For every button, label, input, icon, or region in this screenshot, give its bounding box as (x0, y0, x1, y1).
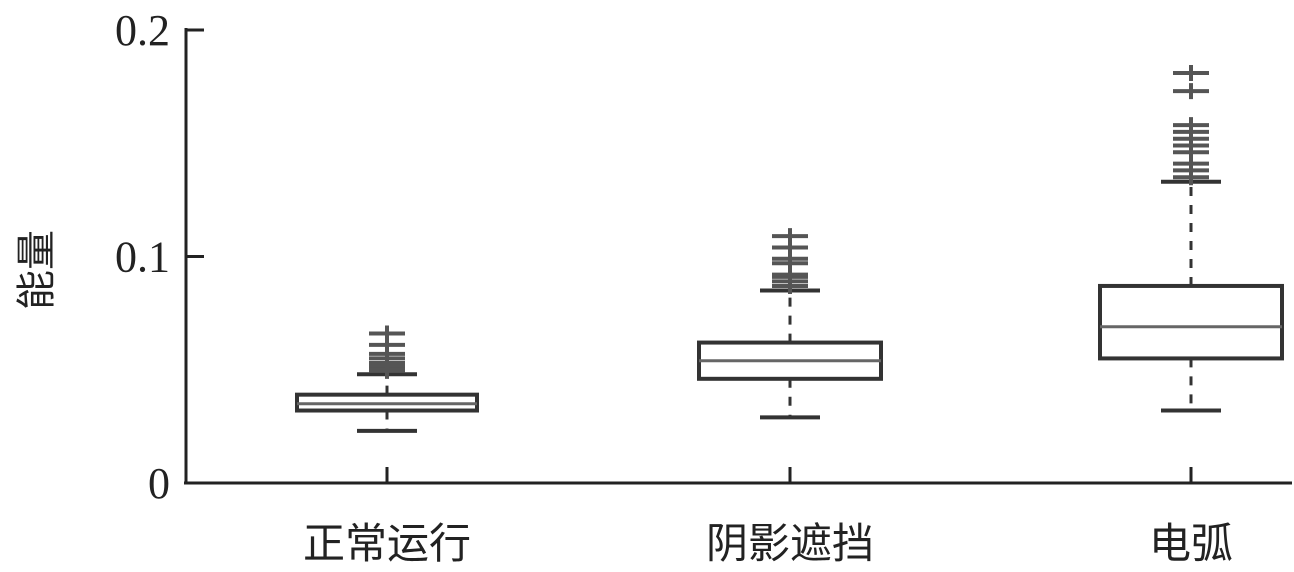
outlier-marker (1173, 117, 1209, 134)
boxes: 正常运行 阴影遮挡 电弧 (295, 65, 1284, 568)
y-axis-title: 能量 (14, 230, 60, 310)
box-group-3: 电弧 (1098, 65, 1284, 568)
box-group-1: 正常运行 (295, 325, 479, 568)
x-category-label: 阴影遮挡 (706, 519, 874, 568)
outlier-marker (1173, 83, 1209, 100)
outlier-marker (1173, 65, 1209, 82)
y-tick-label: 0.1 (115, 233, 170, 282)
y-tick-label: 0.2 (115, 6, 170, 55)
x-category-label: 正常运行 (303, 519, 471, 568)
box-group-2: 阴影遮挡 (697, 228, 883, 568)
outlier-marker (772, 228, 808, 245)
y-tick-label: 0 (148, 459, 170, 508)
x-category-label: 电弧 (1149, 519, 1233, 568)
iqr-box (1098, 283, 1284, 361)
axes: 0 0.1 0.2 (115, 6, 1292, 508)
outlier-marker (369, 325, 405, 342)
